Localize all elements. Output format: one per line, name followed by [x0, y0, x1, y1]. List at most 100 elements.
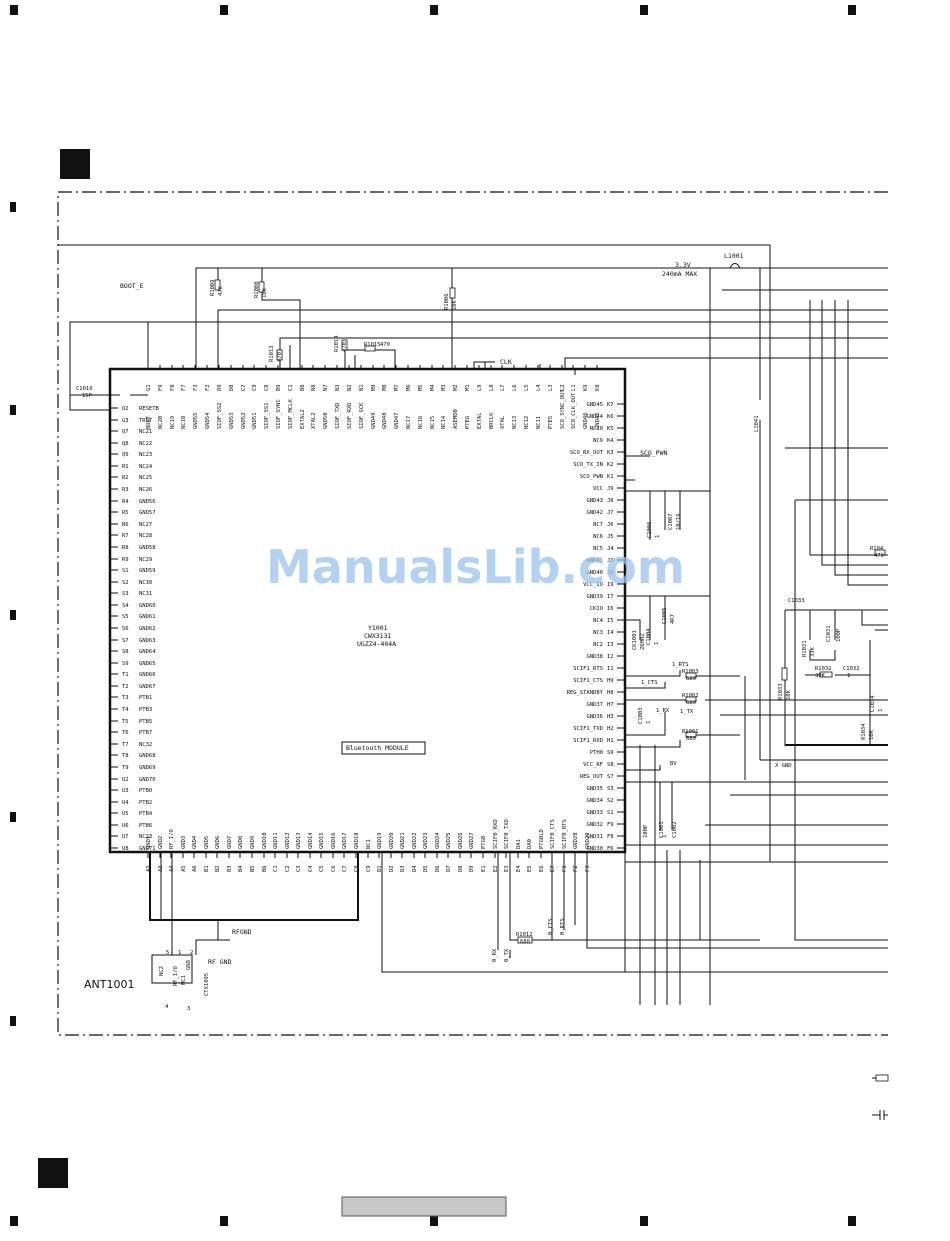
pin-num-right: H9: [607, 678, 614, 684]
component-ref: R1031: [802, 640, 808, 657]
pin-num-bottom: E5: [527, 865, 533, 872]
component-value: 100P: [836, 628, 842, 642]
pin-num-top: N8: [311, 384, 317, 391]
component-ref: C1004: [646, 628, 652, 645]
registration-marks: [10, 5, 856, 1226]
pin-num-bottom: D2: [389, 865, 395, 872]
pin-name-left: NC24: [139, 464, 153, 470]
pin-name-bottom: GND19: [377, 832, 383, 849]
antenna-pin-num-5: 5: [166, 950, 169, 956]
pin-name-left: GND67: [139, 684, 156, 690]
pin-name-top: SIOF_SS1: [264, 403, 270, 430]
pin-num-bottom: A5: [181, 865, 187, 872]
pin-num-bottom: B3: [227, 865, 233, 872]
pin-num-right: I9: [607, 582, 614, 588]
pin-name-right: GND33: [586, 810, 603, 816]
pin-num-bottom: B4: [238, 865, 244, 872]
pin-num-left: G3: [122, 418, 129, 424]
pin-num-bottom: D8: [458, 865, 464, 872]
pin-name-top: GND51: [252, 412, 258, 429]
component-ref: R1002: [682, 693, 699, 699]
pin-num-top: M6: [406, 384, 412, 391]
module-frame: [57, 191, 888, 1036]
pin-num-bottom: F3: [585, 865, 591, 872]
pin-num-left: R4: [122, 499, 129, 505]
component-value: 470: [277, 352, 283, 362]
component-ref: R1003: [682, 669, 699, 675]
pin-num-top: F9: [158, 384, 164, 391]
pin-num-bottom: A6: [192, 865, 198, 872]
pin-name-right: SCIF1_RXD: [573, 738, 603, 744]
pin-name-left: NC21: [139, 429, 152, 435]
pin-name-left: PTB6: [139, 823, 152, 829]
component-value: 1: [646, 721, 652, 724]
pin-num-top: L8: [489, 384, 495, 391]
component-ref: C1007: [668, 513, 674, 530]
pin-num-right: J3: [607, 558, 614, 564]
component-ref: C1001: [659, 821, 665, 838]
pin-name-top: SIOF_TXD: [335, 403, 341, 430]
component-value: 470: [874, 553, 884, 559]
pin-name-bottom: DA0: [527, 839, 533, 849]
pin-name-right: NC4: [593, 618, 604, 624]
pin-num-bottom: E4: [516, 865, 522, 872]
pin-name-right: GND32: [586, 822, 603, 828]
legend-symbols: [872, 1074, 889, 1120]
pin-num-top: B8: [300, 384, 306, 391]
component-value: 470: [342, 342, 348, 352]
pin-num-bottom: D3: [400, 865, 406, 872]
pin-num-top: M9: [371, 384, 377, 391]
pin-num-bottom: D6: [435, 865, 441, 872]
component-value: 100P: [643, 824, 649, 838]
chip-ref: Y1001: [368, 624, 388, 632]
pin-name-left: TRST: [139, 418, 153, 424]
pin-num-bottom: E6: [539, 865, 545, 872]
net-rts: 1_RTS: [672, 662, 689, 668]
pin-name-bottom: GND5: [204, 836, 210, 849]
pin-name-right: CKIO: [590, 606, 603, 612]
pin-num-bottom: C4: [308, 865, 314, 872]
pin-num-right: F9: [607, 822, 614, 828]
pin-name-bottom: GND27: [469, 832, 475, 849]
component-ref: C1003: [638, 707, 644, 724]
component-ref: R1014: [334, 335, 340, 352]
antenna-ref: ANT1001: [84, 978, 134, 991]
pin-num-right: S8: [607, 762, 614, 768]
pin-name-top: GND45: [595, 412, 601, 429]
pin-name-right: GND42: [586, 510, 603, 516]
pin-num-top: B9: [276, 384, 282, 391]
pin-num-right: H8: [607, 690, 614, 696]
component-value: 10K: [869, 729, 875, 740]
net-rfgnd2: RF GND: [208, 958, 232, 966]
component-value: 680: [686, 676, 696, 682]
pin-num-top: L1: [571, 384, 577, 391]
component-ref: R1013: [269, 345, 275, 362]
inductor-l1041: L1041: [754, 415, 760, 432]
component-value: 10/16: [676, 513, 682, 530]
pin-name-right: PTH0: [590, 750, 603, 756]
component-ref: R1032: [815, 666, 832, 672]
pin-name-top: SCO_SYNC_OUT: [560, 389, 566, 429]
pin-num-left: U2: [122, 777, 129, 783]
pin-num-top: C1: [288, 384, 294, 391]
pin-num-left: U4: [122, 800, 129, 806]
component-ref: C1033: [788, 598, 805, 604]
pin-num-left: S2: [122, 580, 129, 586]
pin-num-left: U3: [122, 788, 129, 794]
net-0rx: 0_RX: [492, 948, 498, 962]
net-cts: 1_CTS: [641, 680, 658, 686]
component-value: 39K: [815, 673, 826, 679]
pin-num-left: U5: [122, 811, 129, 817]
pins-bottom: GND1A2GND2A3RF_I/OA4GND3A5GND4A6GND5B1GN…: [146, 819, 591, 872]
component-ref: R1008: [254, 281, 260, 298]
pin-name-top: NC19: [170, 416, 176, 429]
component-ref: C1005: [662, 607, 668, 624]
pin-num-top: L4: [536, 384, 542, 391]
pin-name-top: SIOF_MCLK: [288, 399, 294, 429]
pin-num-left: R2: [122, 475, 129, 481]
pin-name-right: GND43: [586, 498, 603, 504]
pin-name-left: PTB2: [139, 800, 152, 806]
pin-name-left: NC26: [139, 487, 152, 493]
pin-num-left: U7: [122, 834, 129, 840]
